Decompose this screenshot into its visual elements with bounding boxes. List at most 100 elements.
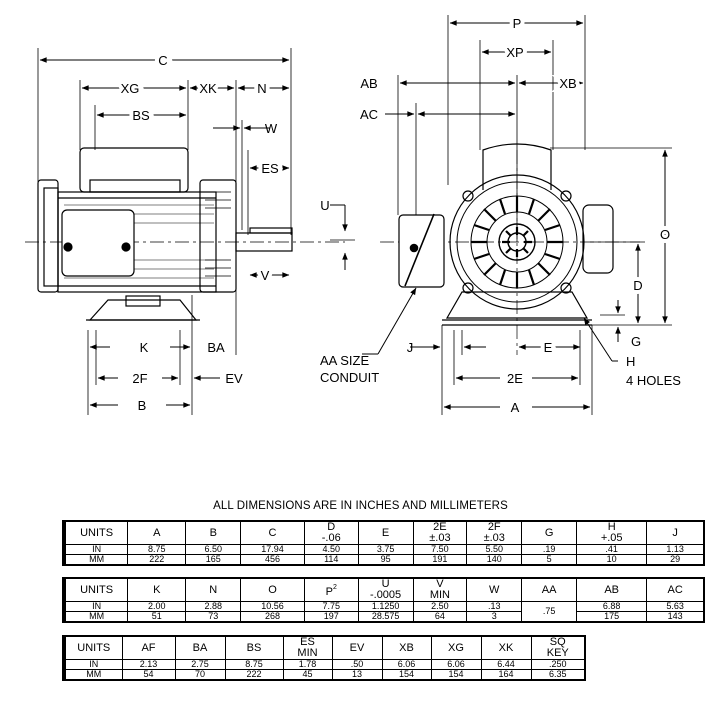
cell: 197 xyxy=(303,611,359,623)
dim-label-p: P xyxy=(513,16,522,31)
dim-label-aa-line2: CONDUIT xyxy=(320,370,379,385)
dim-label-g: G xyxy=(631,334,641,349)
cell: 222 xyxy=(224,669,284,681)
header-b: B xyxy=(185,520,242,545)
cell: MM xyxy=(62,611,129,623)
header-bs: BS xyxy=(224,635,284,660)
cell: 13 xyxy=(331,669,383,681)
cell: 222 xyxy=(127,554,187,566)
dim-label-ab: AB xyxy=(360,76,377,91)
table-row-mm: MM 222 165 456 114 95 191 140 5 10 29 xyxy=(62,554,705,566)
cell: 51 xyxy=(127,611,187,623)
cell: 70 xyxy=(174,669,226,681)
inner-vents xyxy=(502,227,532,257)
dim-label-v: V xyxy=(261,268,270,283)
header-c: C xyxy=(240,520,305,545)
dim-label-n: N xyxy=(257,81,266,96)
dim-label-ba: BA xyxy=(207,340,225,355)
cell: 268 xyxy=(240,611,305,623)
header-w: W xyxy=(466,577,523,602)
dim-label-h: H xyxy=(626,354,635,369)
cell: MM xyxy=(62,669,123,681)
cell: 45 xyxy=(282,669,333,681)
end-view xyxy=(380,15,672,415)
cell: 140 xyxy=(466,554,523,566)
header-ba: BA xyxy=(174,635,226,660)
cell: IN xyxy=(62,601,129,612)
table-row-inches: IN 8.75 6.50 17.94 4.50 3.75 7.50 5.50 .… xyxy=(62,544,705,555)
cell: 7.50 xyxy=(412,544,468,555)
header-2f: 2F±.03 xyxy=(466,520,523,545)
cell: .75 xyxy=(521,601,578,623)
dim-label-2f: 2F xyxy=(132,371,147,386)
header-p: P2 xyxy=(303,577,359,602)
header-2e: 2E±.03 xyxy=(412,520,468,545)
cell: 1.13 xyxy=(646,544,705,555)
cell: 6.35 xyxy=(530,669,586,681)
dim-label-xk: XK xyxy=(199,81,217,96)
cell: 164 xyxy=(480,669,532,681)
header-h: H+.05 xyxy=(576,520,648,545)
cell: 1.78 xyxy=(282,659,333,670)
table-row-inches: IN 2.13 2.75 8.75 1.78 .50 6.06 6.06 6.4… xyxy=(62,659,586,670)
cell: 2.00 xyxy=(127,601,187,612)
cell: MM xyxy=(62,554,129,566)
table-row-inches: IN 2.00 2.88 10.56 7.75 1.1250 2.50 .13 … xyxy=(62,601,705,623)
dim-label-o: O xyxy=(660,227,670,242)
cell: 3 xyxy=(466,611,523,623)
header-j: J xyxy=(646,520,705,545)
cell: 6.06 xyxy=(381,659,432,670)
header-xk: XK xyxy=(480,635,532,660)
cell: 175 xyxy=(576,611,648,623)
cell: 5 xyxy=(521,554,578,566)
header-u: U-.0005 xyxy=(357,577,414,602)
cell: IN xyxy=(62,659,123,670)
header-e: E xyxy=(357,520,414,545)
cell: 6.50 xyxy=(185,544,242,555)
header-a: A xyxy=(127,520,187,545)
header-d: D-.06 xyxy=(303,520,359,545)
cell: 165 xyxy=(185,554,242,566)
dim-label-d: D xyxy=(633,278,642,293)
dim-label-xg: XG xyxy=(121,81,140,96)
table-header-row: UNITS A B C D-.06 E 2E±.03 2F±.03 G H+.0… xyxy=(62,520,705,545)
header-units: UNITS xyxy=(62,520,129,545)
dim-label-k: K xyxy=(140,340,149,355)
cell: 6.06 xyxy=(430,659,482,670)
cell: 8.75 xyxy=(127,544,187,555)
cell: 3.75 xyxy=(357,544,414,555)
cell: 154 xyxy=(381,669,432,681)
cell: .19 xyxy=(521,544,578,555)
header-n: N xyxy=(185,577,242,602)
dim-label-w: W xyxy=(265,121,278,136)
cell: 4.50 xyxy=(303,544,359,555)
cell: 28.575 xyxy=(357,611,414,623)
header-ac: AC xyxy=(646,577,705,602)
cell: 191 xyxy=(412,554,468,566)
cell: 2.88 xyxy=(185,601,242,612)
cell: 7.75 xyxy=(303,601,359,612)
dim-label-ac: AC xyxy=(360,107,378,122)
header-xg: XG xyxy=(430,635,482,660)
dim-label-2e: 2E xyxy=(507,371,523,386)
dim-label-c: C xyxy=(158,53,167,68)
header-units: UNITS xyxy=(62,635,123,660)
cell: 114 xyxy=(303,554,359,566)
cell: .50 xyxy=(331,659,383,670)
dim-label-xp: XP xyxy=(506,45,523,60)
table-row-mm: MM 54 70 222 45 13 154 154 164 6.35 xyxy=(62,669,586,681)
cell: 143 xyxy=(646,611,705,623)
cell: 73 xyxy=(185,611,242,623)
cell: 1.1250 xyxy=(357,601,414,612)
dim-label-es: ES xyxy=(261,161,279,176)
header-k: K xyxy=(127,577,187,602)
side-view xyxy=(25,48,345,415)
dimension-table-1: UNITS A B C D-.06 E 2E±.03 2F±.03 G H+.0… xyxy=(62,520,705,566)
cell: 456 xyxy=(240,554,305,566)
cell: 154 xyxy=(430,669,482,681)
cell: 64 xyxy=(412,611,468,623)
